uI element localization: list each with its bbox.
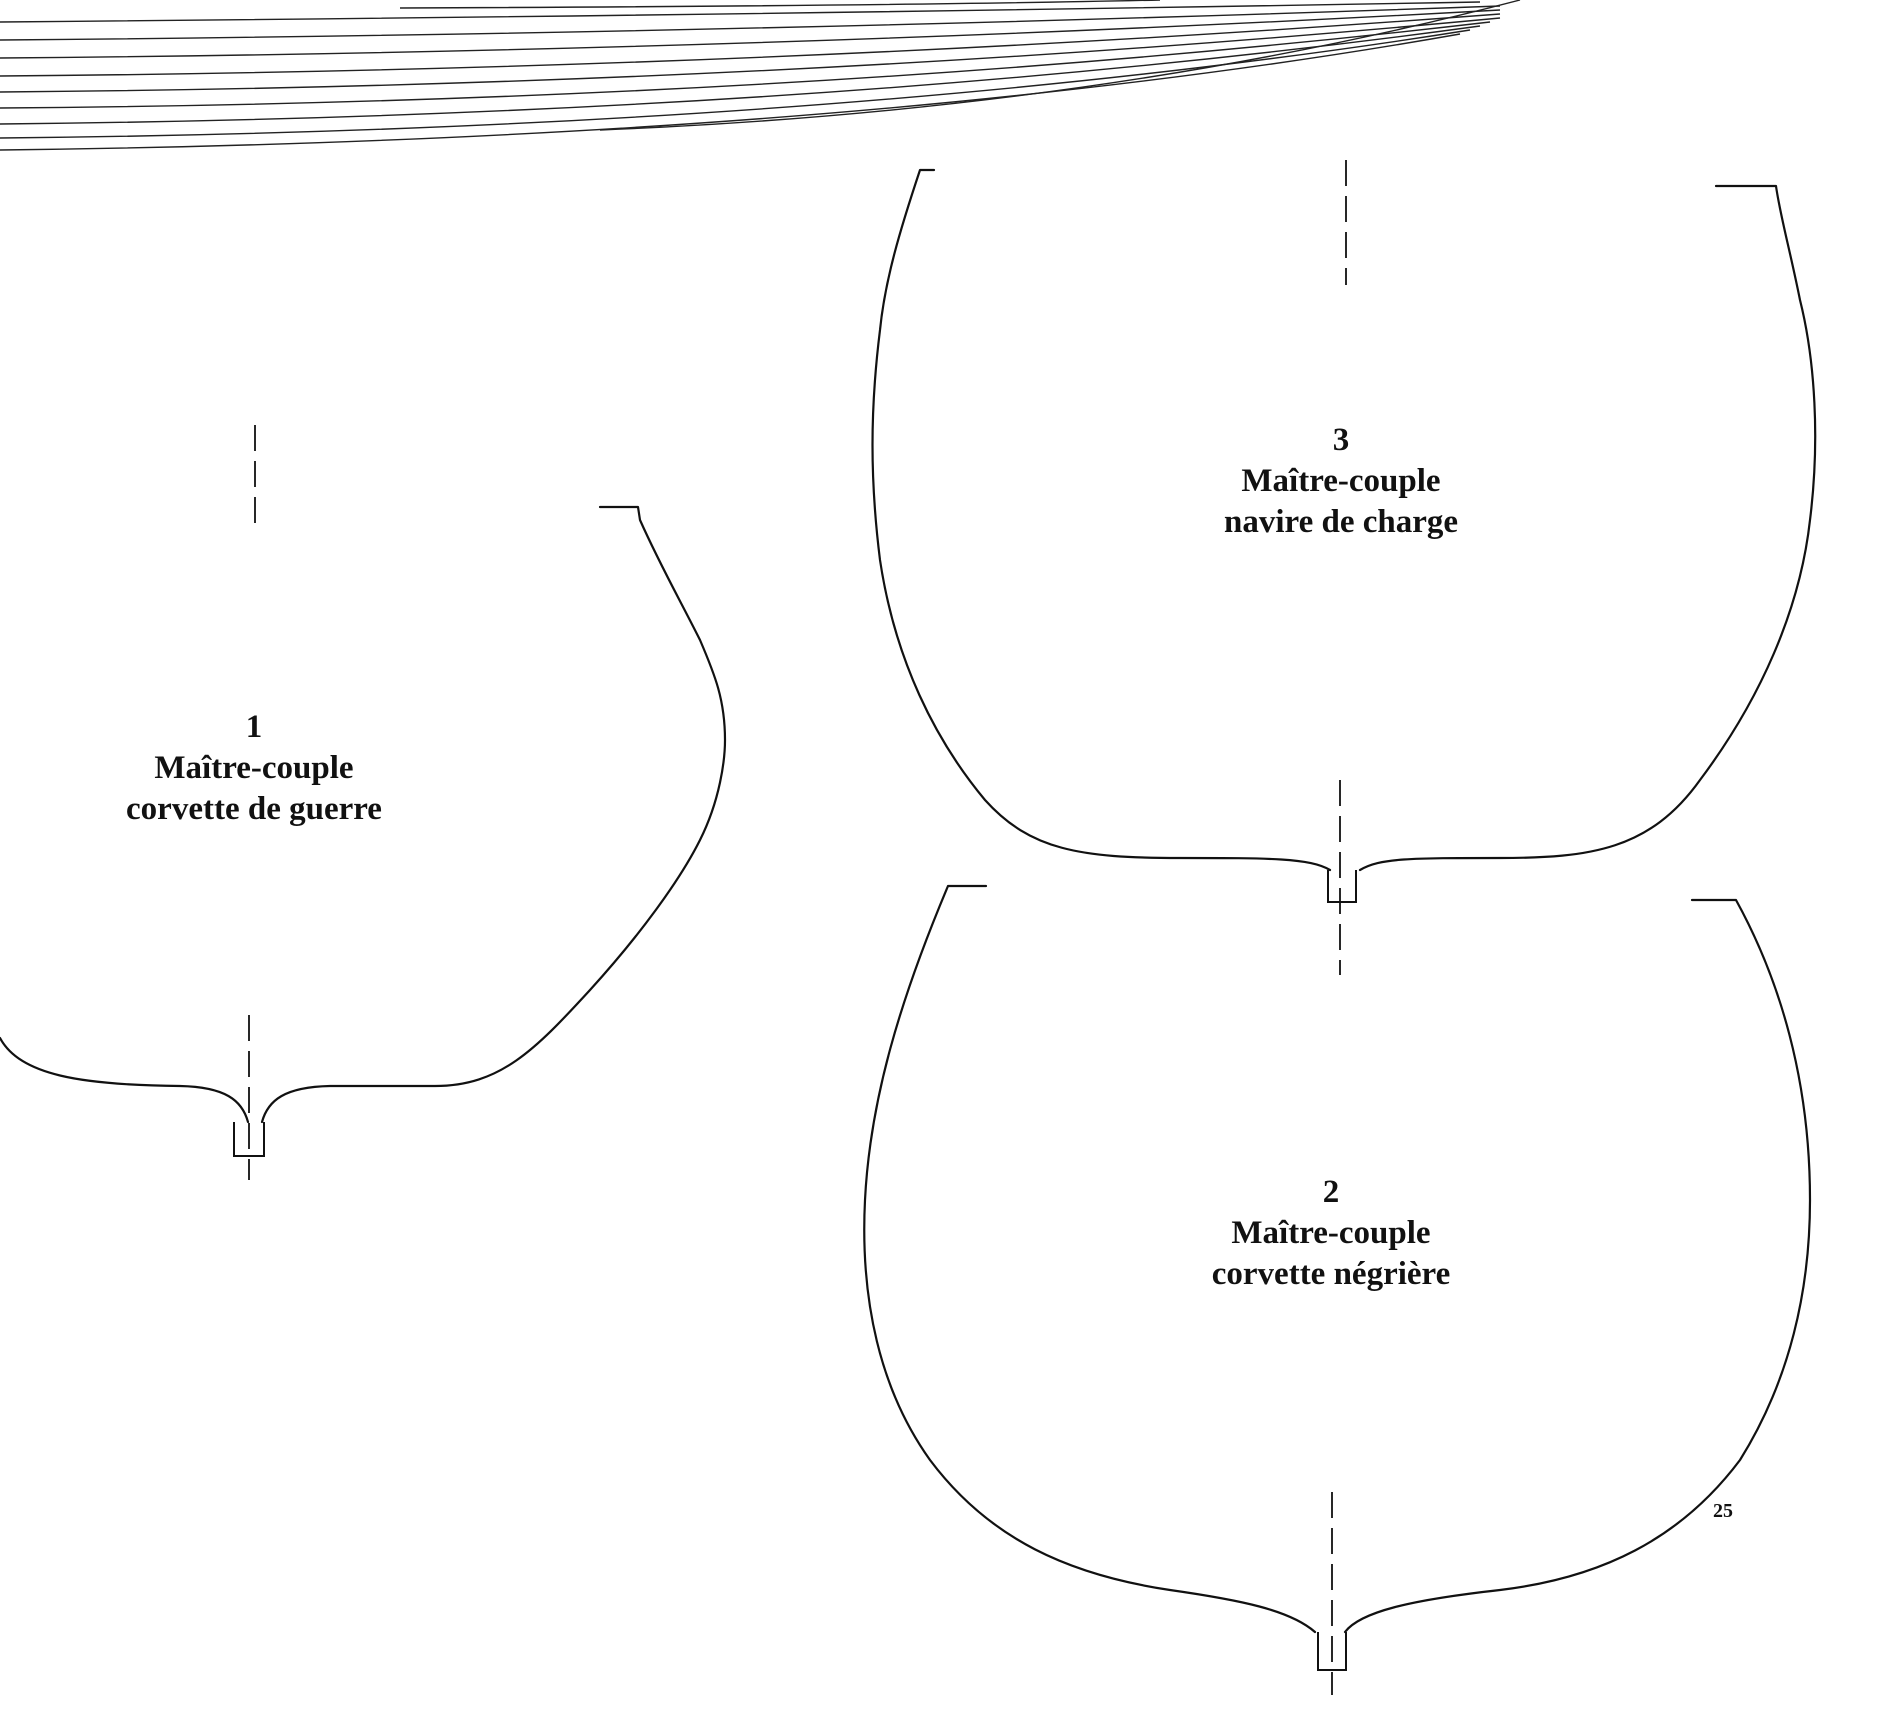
section-1-drawing — [0, 425, 727, 1180]
figure-number: 2 — [1322, 1174, 1340, 1210]
figure-1-caption: 1 Maître-couple corvette de guerre — [126, 707, 382, 830]
sheer-line — [0, 13, 1501, 77]
sheer-line — [0, 25, 1481, 125]
keel-rabbet — [1327, 870, 1357, 903]
sheer-line — [399, 0, 1161, 9]
lines-plan-fragment — [0, 0, 1521, 151]
figure-subtitle: corvette négrière — [1211, 1256, 1451, 1292]
sheer-line — [0, 9, 1501, 59]
figure-title: Maître-couple — [154, 750, 354, 786]
figure-title: Maître-couple — [1241, 463, 1441, 499]
sheer-line — [0, 1, 1481, 23]
hull-section-outline — [863, 884, 1812, 1634]
sheer-line — [0, 29, 1471, 139]
sheer-line — [0, 33, 1461, 151]
sheer-line — [0, 17, 1501, 93]
sheer-line — [0, 5, 1501, 41]
figure-subtitle: corvette de guerre — [126, 791, 382, 827]
keel-rabbet — [233, 1122, 265, 1157]
figure-number: 1 — [245, 709, 263, 745]
figure-3-caption: 3 Maître-couple navire de charge — [1224, 420, 1458, 543]
sheer-line — [599, 0, 1521, 131]
keel-rabbet — [1317, 1632, 1347, 1671]
hull-section-outline — [0, 505, 727, 1124]
section-3-drawing — [871, 160, 1817, 975]
hull-section-outline — [871, 168, 1817, 872]
figure-subtitle: navire de charge — [1223, 504, 1459, 540]
figure-number: 3 — [1332, 422, 1350, 458]
section-2-drawing — [863, 884, 1812, 1695]
figure-2-caption: 2 Maître-couple corvette négrière — [1212, 1172, 1450, 1295]
sheer-line — [0, 21, 1491, 109]
page-number: 25 — [1713, 1500, 1733, 1522]
figure-title: Maître-couple — [1231, 1215, 1431, 1251]
